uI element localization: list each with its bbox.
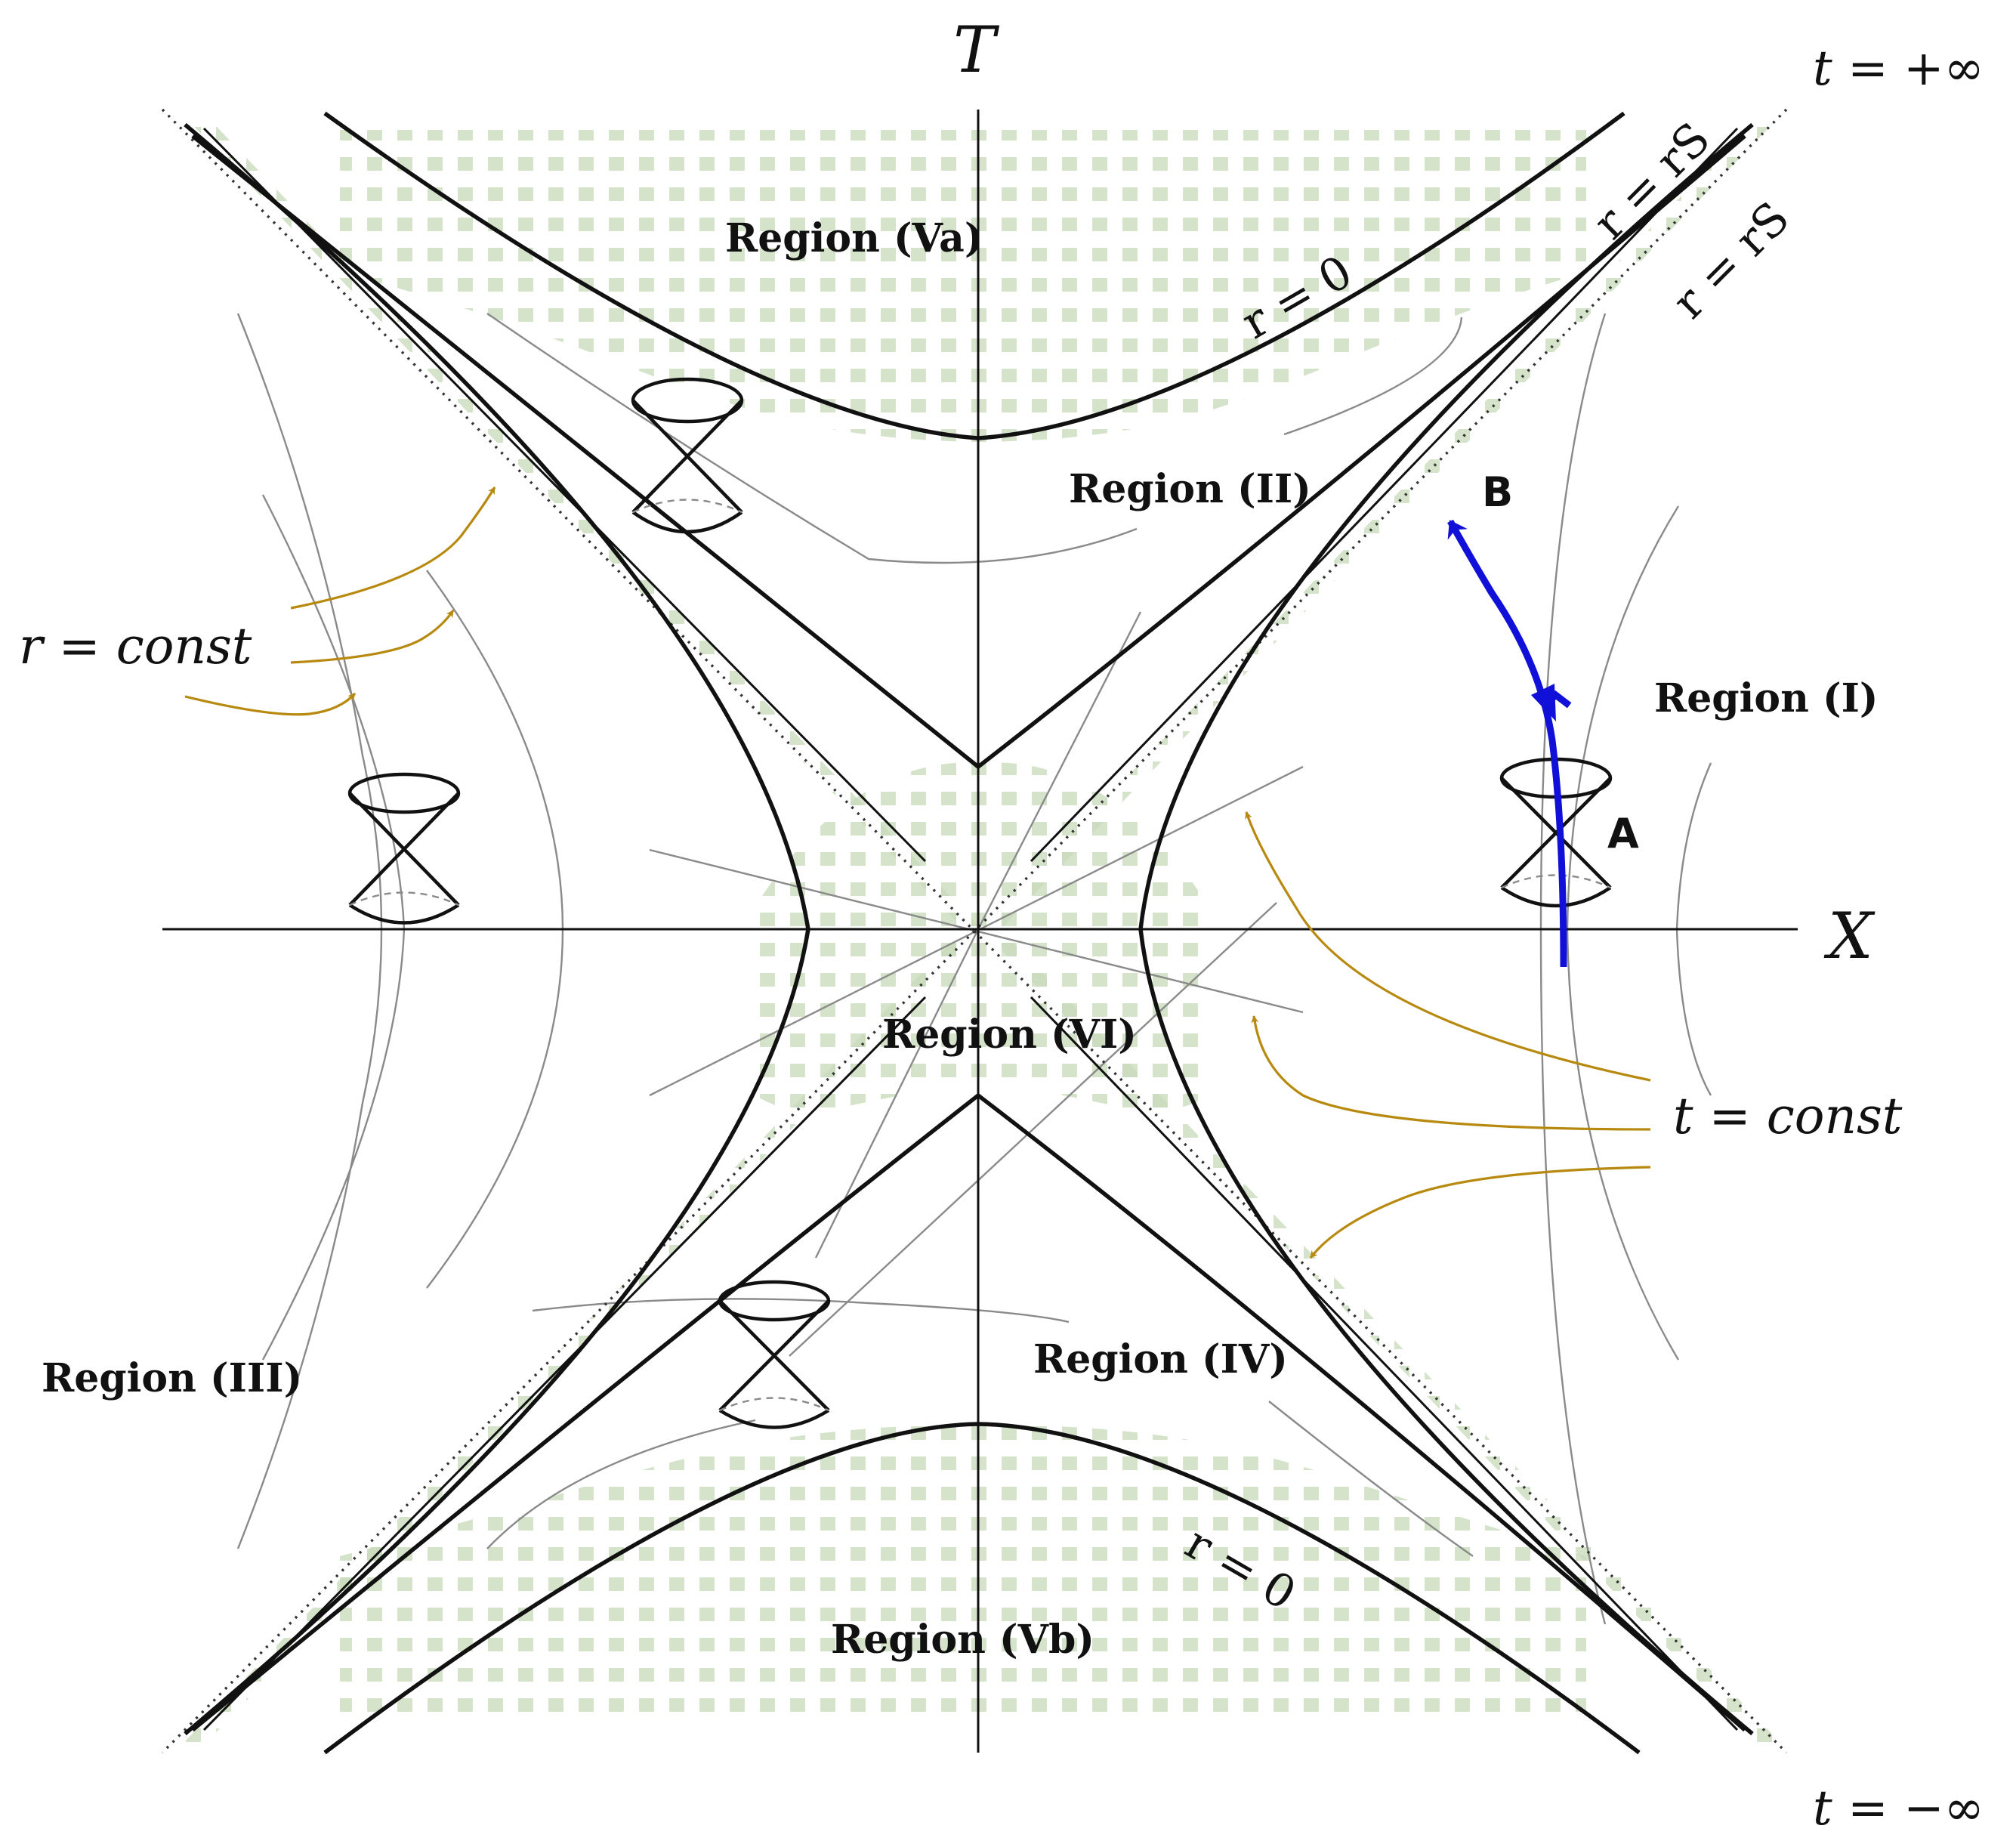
light-cone-icon xyxy=(347,772,461,925)
horizon-asymptotes xyxy=(161,108,1788,1754)
shaded-zones xyxy=(181,113,1783,1745)
x-axis-label: X xyxy=(1823,899,1876,973)
coordinate-grid xyxy=(236,313,1712,1625)
r-const-label: r = const xyxy=(19,617,252,675)
worldline-a-to-b xyxy=(1447,519,1572,968)
region-vb-label: Region (Vb) xyxy=(831,1617,1094,1663)
point-a-label: A xyxy=(1607,810,1639,857)
r-const-arrows xyxy=(184,487,496,716)
axes xyxy=(162,110,1798,1753)
region-va-label: Region (Va) xyxy=(725,215,983,261)
t-axis-label: T xyxy=(953,13,1000,87)
t-const-arrows xyxy=(1245,811,1651,1259)
region-ii-label: Region (II) xyxy=(1069,466,1311,512)
point-b-label: B xyxy=(1482,468,1513,516)
t-minus-infinity-label: t = −∞ xyxy=(1813,1781,1984,1836)
region-i-label: Region (I) xyxy=(1654,675,1879,721)
light-cone-icon xyxy=(718,1280,831,1429)
t-const-label: t = const xyxy=(1673,1087,1903,1145)
t-plus-infinity-label: t = +∞ xyxy=(1813,41,1984,97)
main-curves xyxy=(184,111,1754,1755)
region-iii-label: Region (III) xyxy=(42,1355,302,1401)
region-vi-label: Region (VI) xyxy=(882,1012,1137,1058)
region-iv-label: Region (IV) xyxy=(1033,1336,1288,1382)
light-cone-icon xyxy=(631,377,744,534)
